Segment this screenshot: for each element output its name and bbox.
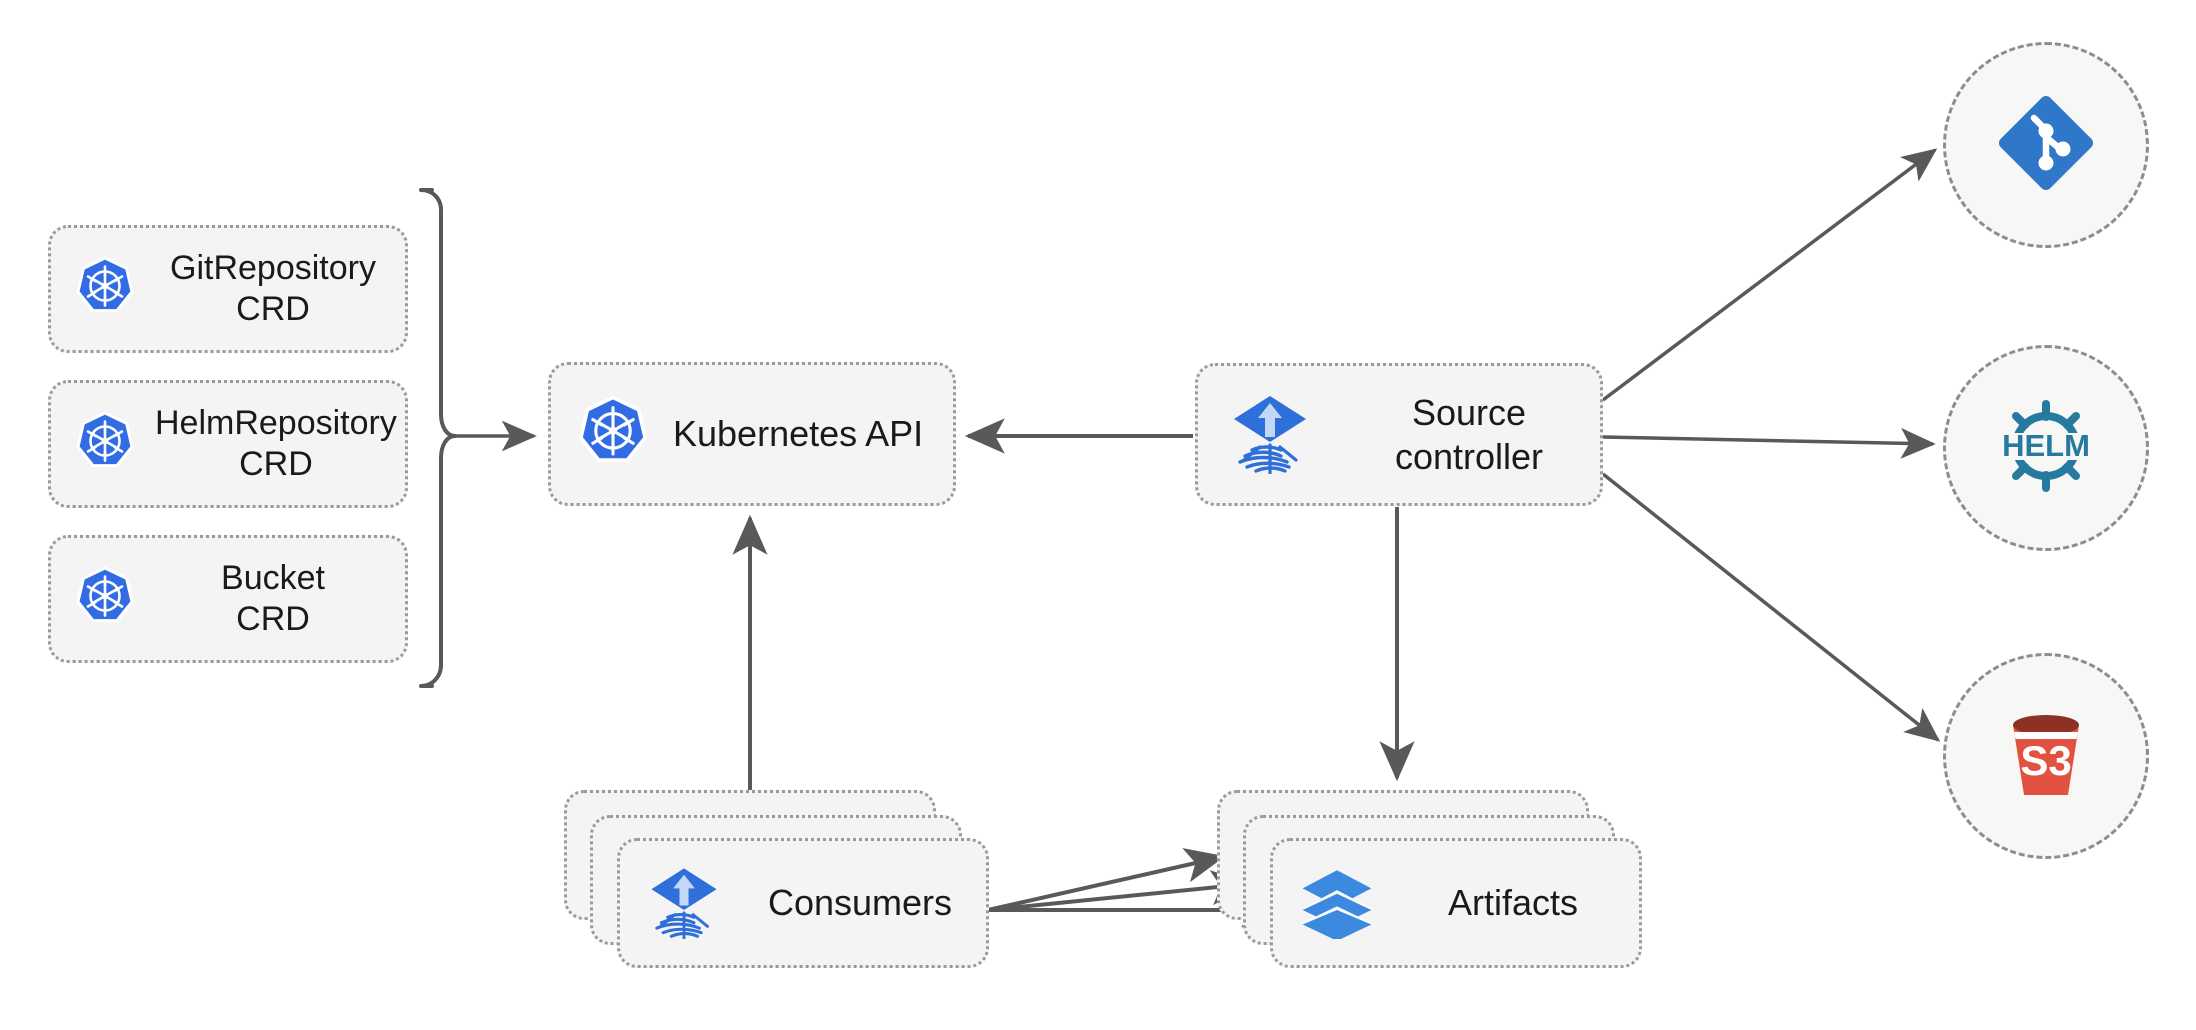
crd-label: HelmRepository CRD [155,403,397,483]
source-circle-helm[interactable]: HELM [1943,345,2149,551]
node-label: Consumers [767,882,953,923]
artifacts-stack-layer-front[interactable]: Artifacts [1270,838,1642,968]
kubernetes-icon [575,394,651,475]
crd-box-bucket[interactable]: Bucket CRD [48,535,408,663]
helm-wordmark: HELM [2002,428,2090,463]
node-label: Source controller [1394,391,1544,477]
helm-icon: HELM [1986,386,2106,511]
crd-label: Bucket CRD [221,558,325,638]
layers-icon [1299,863,1375,944]
edge-source-controller-to-s3 [1601,472,1941,742]
kubernetes-icon [73,565,137,634]
source-circle-s3[interactable]: S3 [1943,653,2149,859]
node-consumers[interactable]: Consumers [564,790,994,972]
crd-box-helmrepository[interactable]: HelmRepository CRD [48,380,408,508]
kubernetes-icon [73,255,137,324]
node-kubernetes-api[interactable]: Kubernetes API [548,362,956,506]
source-circle-git[interactable] [1943,42,2149,248]
git-icon [1994,91,2098,200]
node-label: Kubernetes API [673,413,924,455]
s3-icon: S3 [1991,699,2101,814]
crd-label: GitRepository CRD [170,248,376,328]
node-artifacts[interactable]: Artifacts [1217,790,1647,972]
node-label: Artifacts [1447,882,1579,923]
edge-source-controller-to-helm [1602,427,1936,459]
flux-icon [646,863,722,944]
s3-wordmark: S3 [2020,737,2071,784]
node-source-controller[interactable]: Source controller [1195,363,1603,506]
kubernetes-icon [73,410,137,479]
crd-box-gitrepository[interactable]: GitRepository CRD [48,225,408,353]
consumers-stack-layer-front[interactable]: Consumers [617,838,989,968]
edge-source-controller-to-git [1601,148,1938,402]
flux-icon [1228,390,1312,479]
